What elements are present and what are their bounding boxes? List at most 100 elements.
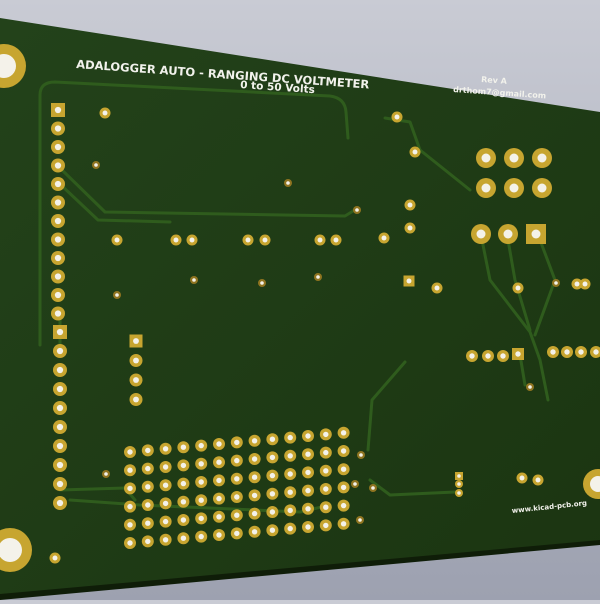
via [92, 161, 100, 169]
proto-grid-pad [142, 517, 154, 529]
proto-grid-pad [320, 428, 332, 440]
proto-grid-pad [195, 531, 207, 543]
proto-grid-pad [195, 494, 207, 506]
through-hole [243, 235, 254, 246]
header-pin [130, 374, 143, 387]
header-pin [53, 439, 67, 453]
via [314, 273, 322, 281]
proto-grid-pad [266, 506, 278, 518]
proto-grid-pad [195, 512, 207, 524]
through-hole [404, 276, 415, 287]
proto-grid-pad [284, 504, 296, 516]
proto-grid-pad [195, 440, 207, 452]
proto-grid-pad [195, 476, 207, 488]
proto-grid-pad [284, 523, 296, 535]
proto-grid-pad [302, 485, 314, 497]
revision-label: Rev A [481, 75, 508, 86]
proto-grid-pad [177, 496, 189, 508]
proto-grid-pad [231, 436, 243, 448]
header-pin [53, 363, 67, 377]
header-pin [53, 458, 67, 472]
header-pin [130, 335, 143, 348]
proto-grid-pad [338, 445, 350, 457]
through-hole [260, 235, 271, 246]
through-hole [187, 235, 198, 246]
through-hole [517, 473, 528, 484]
through-hole [405, 223, 416, 234]
header-pin [51, 159, 65, 173]
proto-grid-pad [124, 482, 136, 494]
proto-grid-pad [124, 446, 136, 458]
proto-grid-pad [160, 461, 172, 473]
proto-grid-pad [142, 481, 154, 493]
proto-grid-pad [177, 459, 189, 471]
header-pin [51, 251, 65, 265]
header-pin [547, 346, 559, 358]
via [369, 484, 377, 492]
header-pin [53, 420, 67, 434]
header-pin [130, 393, 143, 406]
proto-grid-pad [213, 438, 225, 450]
proto-grid-pad [302, 466, 314, 478]
header-pin [51, 214, 65, 228]
proto-grid-pad [142, 463, 154, 475]
proto-grid-pad [231, 491, 243, 503]
proto-grid-pad [338, 481, 350, 493]
proto-grid-pad [249, 435, 261, 447]
via [258, 279, 266, 287]
proto-grid-pad [302, 430, 314, 442]
via [284, 179, 292, 187]
connector-pad [476, 178, 496, 198]
proto-grid-pad [266, 433, 278, 445]
via [102, 470, 110, 478]
header-pin [455, 480, 463, 488]
through-hole [50, 553, 61, 564]
proto-grid-pad [338, 427, 350, 439]
through-hole [171, 235, 182, 246]
proto-grid-pad [320, 483, 332, 495]
header-pin [466, 350, 478, 362]
header-pin [455, 472, 463, 480]
proto-grid-pad [213, 493, 225, 505]
through-hole [580, 279, 591, 290]
proto-grid-pad [338, 500, 350, 512]
proto-grid-pad [213, 456, 225, 468]
header-pin [51, 122, 65, 136]
proto-grid-pad [284, 450, 296, 462]
proto-grid-pad [160, 443, 172, 455]
connector-pad [471, 224, 491, 244]
proto-grid-pad [249, 453, 261, 465]
via [353, 206, 361, 214]
header-pin [51, 177, 65, 191]
header-pin [53, 477, 67, 491]
proto-grid-pad [231, 473, 243, 485]
proto-grid-pad [320, 501, 332, 513]
through-hole [112, 235, 123, 246]
header-pin [53, 382, 67, 396]
proto-grid-pad [249, 508, 261, 520]
connector-pad [476, 148, 496, 168]
header-pin [51, 196, 65, 210]
proto-grid-pad [266, 470, 278, 482]
header-pin [497, 350, 509, 362]
header-pin [51, 288, 65, 302]
proto-grid-pad [160, 516, 172, 528]
header-pin [53, 401, 67, 415]
proto-grid-pad [160, 479, 172, 491]
proto-grid-pad [231, 455, 243, 467]
proto-grid-pad [231, 527, 243, 539]
proto-grid-pad [302, 448, 314, 460]
proto-grid-pad [249, 471, 261, 483]
through-hole [315, 235, 326, 246]
through-hole [405, 200, 416, 211]
via [552, 279, 560, 287]
via [113, 291, 121, 299]
header-pin [53, 325, 67, 339]
proto-grid-pad [249, 526, 261, 538]
proto-grid-pad [338, 463, 350, 475]
header-pin [575, 346, 587, 358]
via [356, 516, 364, 524]
through-hole [379, 233, 390, 244]
